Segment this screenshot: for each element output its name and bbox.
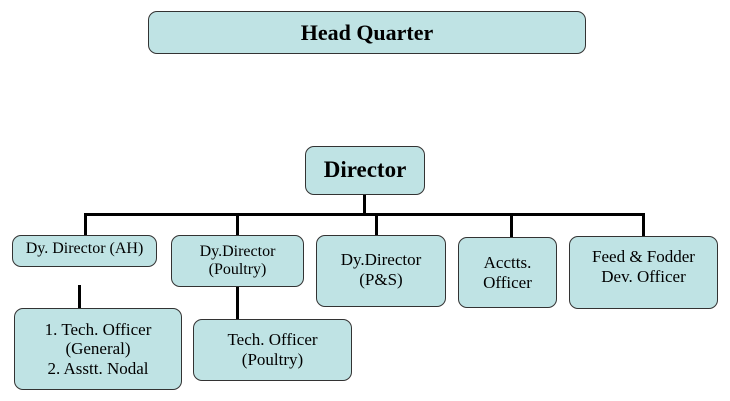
dy-director-poultry-line-2: (Poultry) [208, 261, 267, 278]
connector-to-feed-fodder-officer [642, 213, 645, 237]
ah-staff-box: 1. Tech. Officer (General) 2. Asstt. Nod… [14, 308, 182, 390]
connector-to-dy-director-ps [375, 213, 378, 237]
accounts-officer-line-2: Officer [483, 272, 532, 292]
poultry-staff-line-1: Tech. Officer [227, 330, 318, 350]
feed-fodder-officer-line-1: Feed & Fodder [592, 247, 695, 266]
accounts-officer-line-1: Acctts. [483, 252, 532, 272]
poultry-staff-box: Tech. Officer (Poultry) [193, 319, 352, 381]
ah-staff-line-2: (General) [65, 339, 131, 359]
dy-director-ah-box: Dy. Director (AH) [12, 235, 157, 267]
ah-staff-line-3: 2. Asstt. Nodal [47, 358, 149, 378]
head-quarter-label: Head Quarter [300, 19, 434, 45]
dy-director-ps-box: Dy.Director (P&S) [316, 235, 446, 307]
dy-director-ps-line-1: Dy.Director [340, 250, 422, 269]
connector-to-accounts-officer [510, 213, 513, 237]
accounts-officer-box: Acctts. Officer [458, 237, 557, 308]
connector-ah-to-staff [78, 285, 81, 311]
director-label: Director [323, 157, 407, 183]
feed-fodder-officer-line-2: Dev. Officer [601, 266, 686, 286]
dy-director-poultry-line-1: Dy.Director [199, 242, 276, 260]
director-down-connector [363, 195, 366, 215]
dy-director-ps-line-2: (P&S) [359, 269, 403, 289]
director-box: Director [305, 146, 425, 195]
ah-staff-line-1: 1. Tech. Officer [44, 319, 152, 339]
head-quarter-box: Head Quarter [148, 11, 586, 54]
connector-poultry-to-staff [236, 285, 239, 321]
connector-to-dy-director-ah [84, 213, 87, 237]
dy-director-ah-label: Dy. Director (AH) [25, 239, 144, 257]
horizontal-bus-connector [84, 213, 644, 216]
feed-fodder-officer-box: Feed & Fodder Dev. Officer [569, 236, 718, 309]
dy-director-poultry-box: Dy.Director (Poultry) [171, 235, 304, 287]
connector-to-dy-director-poultry [236, 213, 239, 237]
poultry-staff-line-2: (Poultry) [241, 350, 304, 369]
